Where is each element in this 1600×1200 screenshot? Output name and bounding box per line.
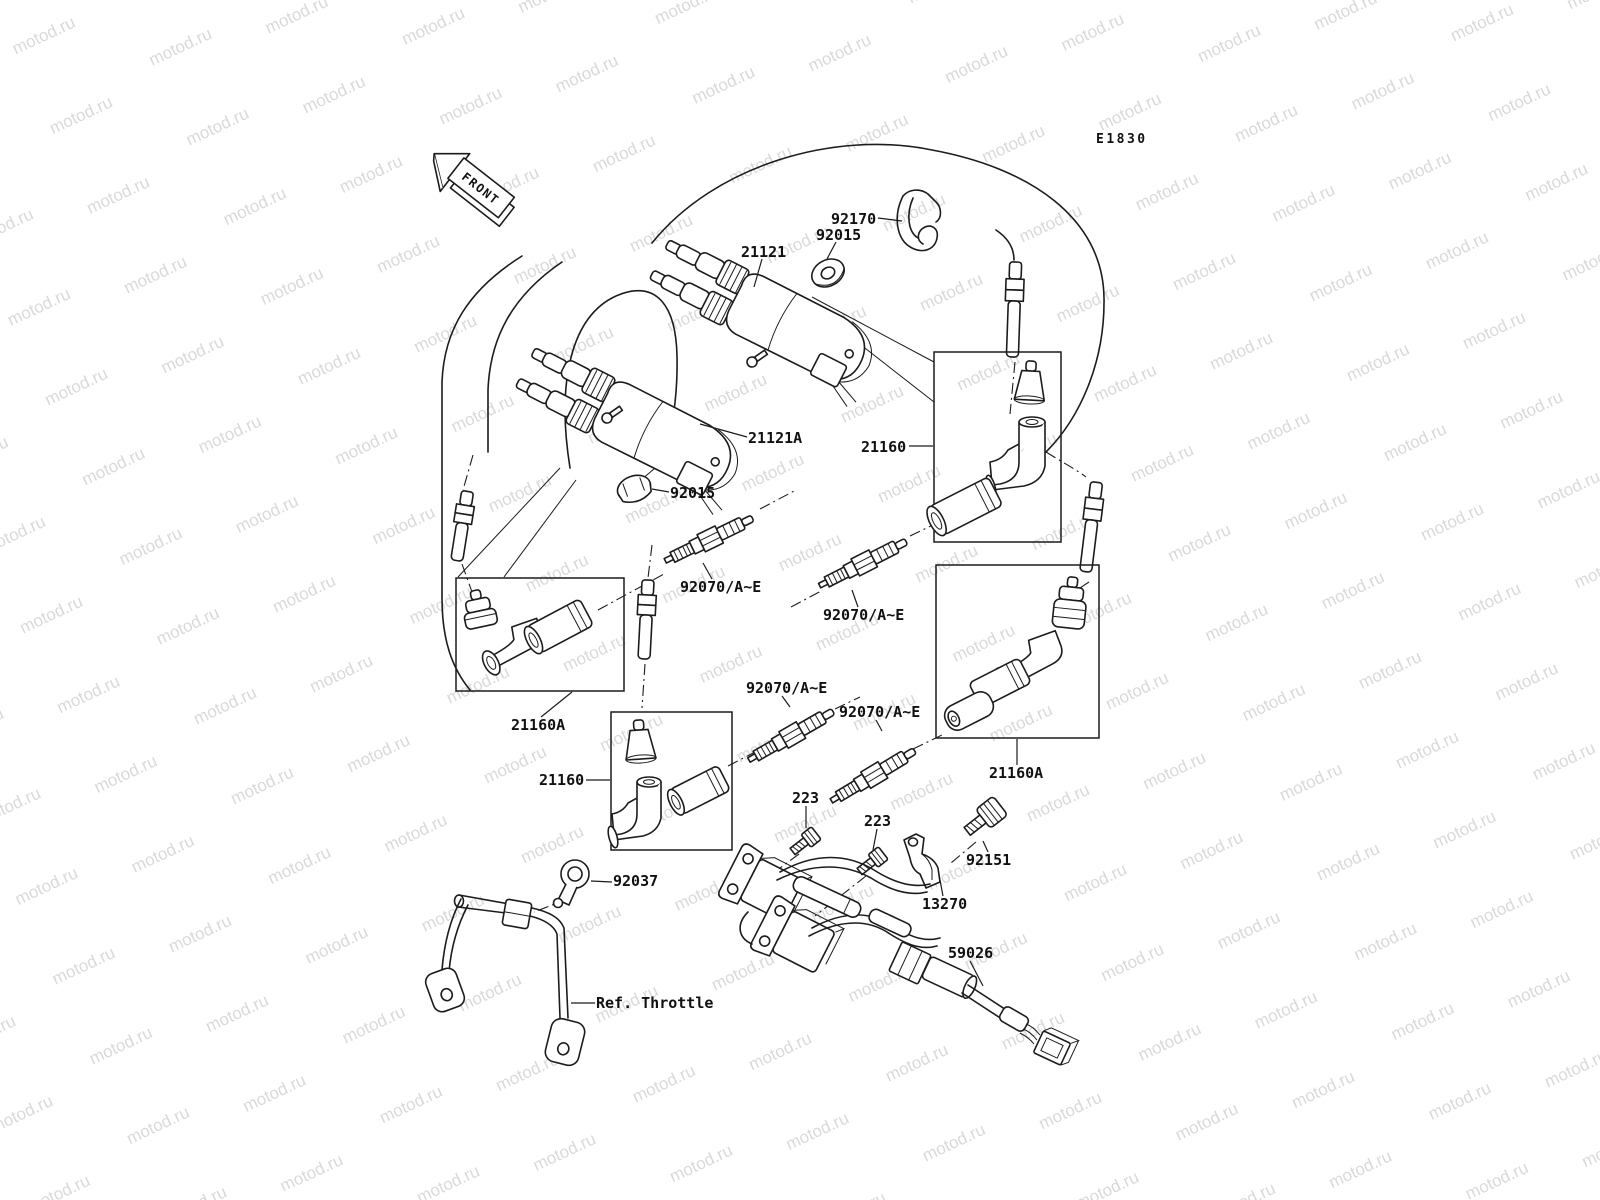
part-label-59026: 59026 bbox=[948, 944, 994, 962]
part-label-13270: 13270 bbox=[922, 895, 968, 913]
coil-tower-boots bbox=[649, 239, 750, 326]
part-label-92070-a-e: 92070/A~E bbox=[746, 679, 828, 697]
kit-box-21160A-left bbox=[455, 577, 625, 692]
part-label-21160a: 21160A bbox=[989, 764, 1044, 782]
part-label-223: 223 bbox=[864, 812, 892, 830]
screw-223-a bbox=[789, 826, 822, 856]
plug-wire-curves bbox=[441, 143, 1105, 691]
coil-body bbox=[591, 381, 732, 489]
part-label-21160: 21160 bbox=[861, 438, 907, 456]
wire-terminal bbox=[1004, 261, 1025, 358]
cable-connector bbox=[1033, 1027, 1080, 1066]
coil-bracket-unit-2 bbox=[749, 895, 846, 973]
part-label-21160: 21160 bbox=[539, 771, 585, 789]
clip-92170 bbox=[896, 189, 942, 252]
throttle-bracket-ref bbox=[424, 894, 586, 1067]
coil-stud-screws bbox=[601, 349, 769, 424]
spark-plug bbox=[663, 515, 754, 564]
kit-box-21160-right bbox=[933, 351, 1062, 543]
screw-92151 bbox=[963, 796, 1007, 837]
wire-terminal bbox=[450, 490, 476, 562]
part-label-92015: 92015 bbox=[670, 484, 716, 502]
coil-terminal-block bbox=[809, 352, 848, 388]
spark-plug bbox=[817, 538, 908, 589]
ignition-coil-21121 bbox=[649, 239, 873, 407]
spark-plug bbox=[746, 708, 835, 763]
part-label-92037: 92037 bbox=[613, 872, 659, 890]
wire-terminals bbox=[450, 261, 1105, 660]
throttle-cable-59026 bbox=[792, 876, 1080, 1066]
part-label-223: 223 bbox=[792, 789, 820, 807]
cap-kit-21160A-left bbox=[463, 589, 593, 676]
part-label-e1830: E1830 bbox=[1096, 132, 1148, 147]
part-label-21121: 21121 bbox=[741, 243, 787, 261]
front-arrow: FRONT bbox=[432, 152, 516, 228]
coil-tower-boots bbox=[515, 347, 616, 434]
plug-cap-kit-boxes bbox=[455, 351, 1100, 851]
kit-box-21160A-right bbox=[935, 564, 1100, 739]
spark-plug bbox=[829, 747, 917, 804]
part-label-92151: 92151 bbox=[966, 851, 1012, 869]
bracket-13270 bbox=[903, 833, 941, 889]
label-leader-lines bbox=[540, 217, 1018, 1004]
part-label-92070-a-e: 92070/A~E bbox=[823, 606, 905, 624]
grommet-92015-upper bbox=[810, 258, 846, 288]
kit-box-21160-bottom bbox=[610, 711, 733, 851]
coil-body bbox=[725, 273, 866, 381]
cap-kit-21160A-right bbox=[943, 576, 1087, 731]
coil-terminal-block bbox=[675, 460, 714, 496]
part-label-92170: 92170 bbox=[831, 210, 877, 228]
cap-kit-21160-bottom bbox=[607, 719, 730, 849]
ignition-coil-21121A bbox=[515, 347, 739, 515]
cap-kit-21160-right bbox=[926, 360, 1046, 537]
part-label-ref-throttle: Ref. Throttle bbox=[596, 994, 714, 1012]
wire-terminal bbox=[636, 579, 658, 660]
spark-plugs bbox=[663, 515, 917, 804]
clamp-92037 bbox=[552, 859, 590, 909]
part-label-21121a: 21121A bbox=[748, 429, 803, 447]
part-label-92015: 92015 bbox=[816, 226, 862, 244]
bolt-92015-lower bbox=[616, 474, 652, 503]
wire-terminal bbox=[1079, 481, 1105, 573]
part-label-92070-a-e: 92070/A~E bbox=[680, 578, 762, 596]
part-label-21160a: 21160A bbox=[511, 716, 566, 734]
part-label-92070-a-e: 92070/A~E bbox=[839, 703, 921, 721]
